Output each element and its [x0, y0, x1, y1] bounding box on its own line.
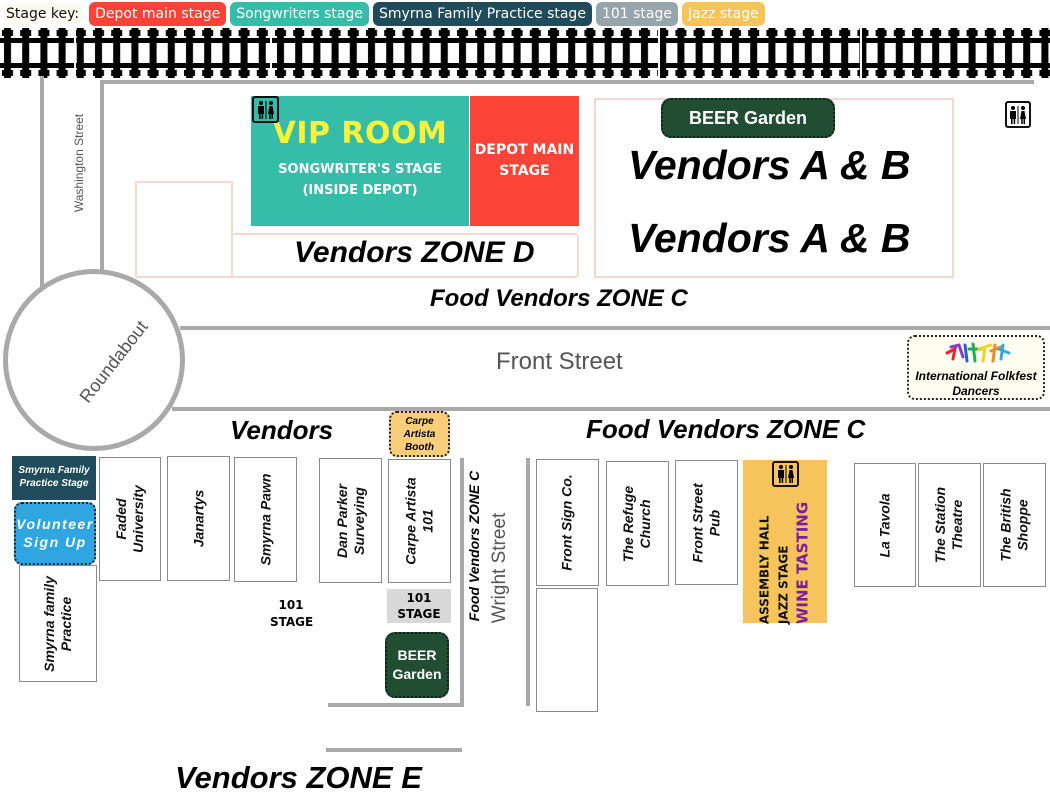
wine-tasting-label: WINE TASTING — [793, 501, 812, 625]
restroom-icon — [252, 96, 279, 123]
railroad-tracks-icon — [0, 28, 1050, 78]
vip-room-title: VIP ROOM — [272, 116, 448, 151]
key-depot-main-stage: Depot main stage — [89, 1, 227, 26]
volunteer-sign-up[interactable]: Volunteer Sign Up — [14, 502, 96, 565]
vendors-a-b-label-2: Vendors A & B — [628, 215, 911, 261]
assembly-hall-label: ASSEMBLY HALL JAZZ STAGE WINE TASTING — [757, 501, 812, 625]
front-street-south-line — [172, 407, 1050, 411]
vendors-zone-d-label: Vendors ZONE D — [294, 236, 535, 269]
empty-lot — [135, 181, 233, 278]
zone-c-east-line — [460, 458, 464, 706]
wright-street-east-line — [526, 458, 530, 706]
international-folkfest-dancers: International Folkfest Dancers — [907, 335, 1045, 400]
booth-empty — [536, 588, 598, 712]
beer-garden-north: BEER Garden — [661, 98, 835, 138]
booth-la-tavola: La Tavola — [854, 463, 916, 587]
depot-main-stage: DEPOT MAIN STAGE — [470, 96, 579, 226]
stage-key-label: Stage key: — [4, 3, 82, 24]
booth-janartys: Janartys — [167, 456, 230, 581]
vendors-south-label: Vendors — [230, 415, 334, 445]
booth-front-sign-co: Front Sign Co. — [536, 459, 599, 586]
assembly-hall-jazz-stage — [743, 460, 827, 623]
washington-street-east-line — [100, 80, 104, 270]
vendors-zone-d-area — [231, 233, 579, 278]
folkfest-line2: Dancers — [952, 384, 1000, 398]
vendors-zone-e-label: Vendors ZONE E — [175, 760, 422, 795]
food-vendors-zone-c-south-label: Food Vendors ZONE C — [586, 414, 866, 444]
beer-garden-south: BEER Garden — [385, 632, 449, 698]
washington-street-label: Washington Street — [72, 113, 86, 213]
key-jazz-stage: Jazz stage — [681, 1, 765, 26]
zone-e-north-line — [326, 748, 462, 752]
restroom-icon — [1005, 101, 1031, 128]
dancers-icon — [945, 342, 1011, 363]
key-songwriters-stage: Songwriters stage — [230, 1, 369, 26]
food-vendors-zone-c-vertical-label: Food Vendors ZONE C — [466, 470, 482, 622]
washington-street-west-line — [40, 76, 44, 292]
101-stage-label: 101 STAGE — [270, 598, 314, 629]
vip-room-songwriters-stage: VIP ROOM SONGWRITER'S STAGE (INSIDE DEPO… — [251, 96, 469, 226]
booth-smyrna-pawn: Smyrna Pawn — [234, 457, 297, 582]
roundabout — [3, 269, 185, 451]
101-stage: 101 STAGE — [387, 589, 451, 623]
songwriters-stage-label: SONGWRITER'S STAGE (INSIDE DEPOT) — [278, 162, 442, 198]
front-street-north-line — [180, 326, 1050, 330]
restroom-icon — [772, 461, 799, 487]
key-101-stage: 101 stage — [595, 1, 678, 26]
key-smyrna-family-practice-stage: Smyrna Family Practice stage — [372, 1, 592, 26]
zone-c-south-line — [328, 703, 464, 707]
wright-street-label: Wright Street — [489, 512, 510, 624]
front-street-label: Front Street — [496, 348, 623, 375]
vendors-a-b-label-1: Vendors A & B — [628, 142, 911, 188]
folkfest-line1: International Folkfest — [915, 369, 1037, 383]
stage-key: Stage key: Depot main stage Songwriters … — [0, 0, 765, 27]
carpe-artista-booth: Carpe Artista Booth — [389, 411, 450, 457]
food-vendors-zone-c-north-label: Food Vendors ZONE C — [430, 285, 688, 312]
north-boundary-line — [104, 80, 1034, 84]
smyrna-family-practice-stage: Smyrna Family Practice Stage — [12, 456, 96, 500]
